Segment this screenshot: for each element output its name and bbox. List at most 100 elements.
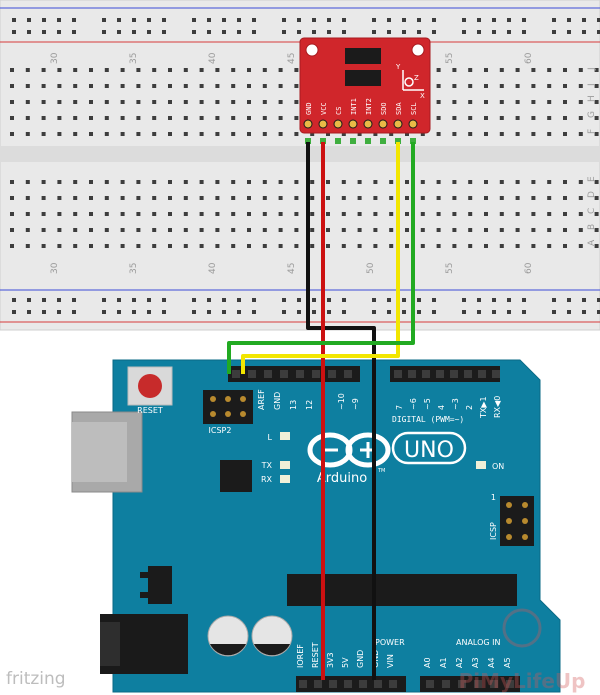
breadboard-hole <box>199 196 204 200</box>
breadboard-hole <box>515 100 520 104</box>
rail-hole <box>507 30 511 34</box>
breadboard-hole <box>484 116 488 120</box>
breadboard-hole <box>57 212 62 216</box>
rail-hole <box>222 18 226 22</box>
breadboard-hole <box>136 84 141 88</box>
breadboard-hole <box>199 100 204 104</box>
breadboard-hole <box>199 180 204 184</box>
breadboard-hole <box>452 68 457 72</box>
breadboard-hole <box>168 196 172 200</box>
rail-hole <box>117 298 121 302</box>
breadboard-hole <box>468 244 473 248</box>
breadboard-hole <box>262 100 267 104</box>
rail-hole <box>12 30 16 34</box>
pin-label-5v: 5V <box>341 657 350 668</box>
breadboard-hole <box>41 132 46 136</box>
breadboard-hole <box>183 196 188 200</box>
breadboard-hole <box>294 116 299 120</box>
pin-label-3: ~3 <box>451 398 460 410</box>
led-rx-label: RX <box>261 475 273 484</box>
row-letters-top: J I H G F <box>587 67 597 134</box>
breadboard-hole <box>373 228 378 232</box>
rail-hole <box>147 30 151 34</box>
analog-pin-labels: A0 A1 A2 A3 A4 A5 <box>423 657 512 668</box>
row-letters-bottom: E D C B A <box>587 176 597 246</box>
breadboard-hole <box>373 180 378 184</box>
rail-hole <box>477 30 481 34</box>
breadboard-hole <box>484 196 488 200</box>
rail-hole <box>522 18 526 22</box>
breadboard-hole <box>73 212 78 216</box>
breadboard-hole <box>578 100 583 104</box>
reset-label: RESET <box>137 406 163 415</box>
breadboard-hole <box>563 180 567 184</box>
rail-hole <box>252 18 256 22</box>
led-tx <box>280 461 290 469</box>
breadboard-hole <box>436 116 441 120</box>
rail-hole <box>552 298 556 302</box>
breadboard-hole <box>104 196 109 200</box>
breadboard-hole <box>405 180 409 184</box>
rail-hole <box>282 30 286 34</box>
rail-hole <box>222 310 226 314</box>
rail-hole <box>72 298 76 302</box>
rail-hole <box>507 310 511 314</box>
col-num-60: 60 <box>524 52 534 64</box>
rail-hole <box>237 298 241 302</box>
rail-hole <box>507 18 511 22</box>
breadboard-hole <box>120 132 125 136</box>
breadboard-hole <box>10 132 14 136</box>
atmega-chip <box>287 574 517 606</box>
breadboard-hole <box>547 244 552 248</box>
breadboard-hole <box>452 180 457 184</box>
rail-hole <box>552 310 556 314</box>
breadboard-hole <box>247 68 251 72</box>
rail-hole <box>432 298 436 302</box>
breadboard-hole <box>120 116 125 120</box>
reset-button-cap[interactable] <box>138 374 162 398</box>
breadboard-hole <box>484 68 488 72</box>
col-num-60-b: 60 <box>524 262 534 274</box>
breadboard-hole <box>168 244 172 248</box>
breadboard-hole <box>136 228 141 232</box>
breadboard-hole <box>420 212 425 216</box>
rail-hole <box>207 310 211 314</box>
breadboard-hole <box>468 228 473 232</box>
breadboard-hole <box>373 244 378 248</box>
breadboard-hole <box>10 196 14 200</box>
breadboard-hole <box>25 84 30 88</box>
breadboard-hole <box>341 132 346 136</box>
breadboard-hole <box>310 196 315 200</box>
breadboard-hole <box>278 116 283 120</box>
sensor-pin-pads <box>303 119 418 129</box>
col-num-35-b: 35 <box>129 263 139 274</box>
breadboard-hole <box>168 84 172 88</box>
breadboard-hole <box>278 100 283 104</box>
breadboard-hole <box>594 68 599 72</box>
breadboard-hole <box>531 68 536 72</box>
breadboard-hole <box>25 116 30 120</box>
breadboard-hole <box>578 196 583 200</box>
breadboard-hole <box>294 180 299 184</box>
breadboard-hole <box>531 132 536 136</box>
breadboard-hole <box>452 84 457 88</box>
breadboard-hole <box>499 212 504 216</box>
breadboard-hole <box>89 228 93 232</box>
breadboard-hole <box>278 212 283 216</box>
rail-hole <box>372 310 376 314</box>
reset-button[interactable] <box>127 366 173 406</box>
pin-label-int1: INT1 <box>350 98 358 115</box>
axis-z-label: Z <box>414 74 419 82</box>
pin-label-4: 4 <box>437 405 446 410</box>
breadboard-hole <box>468 84 473 88</box>
uno-text: UNO <box>404 438 454 463</box>
breadboard-hole <box>152 228 157 232</box>
pin-label-a2: A2 <box>455 657 464 668</box>
breadboard-hole <box>262 132 267 136</box>
breadboard-hole <box>468 132 473 136</box>
breadboard-hole <box>563 244 567 248</box>
breadboard-hole <box>436 100 441 104</box>
col-num-40: 40 <box>208 52 218 64</box>
rail-hole <box>207 18 211 22</box>
icsp-header <box>500 496 534 546</box>
